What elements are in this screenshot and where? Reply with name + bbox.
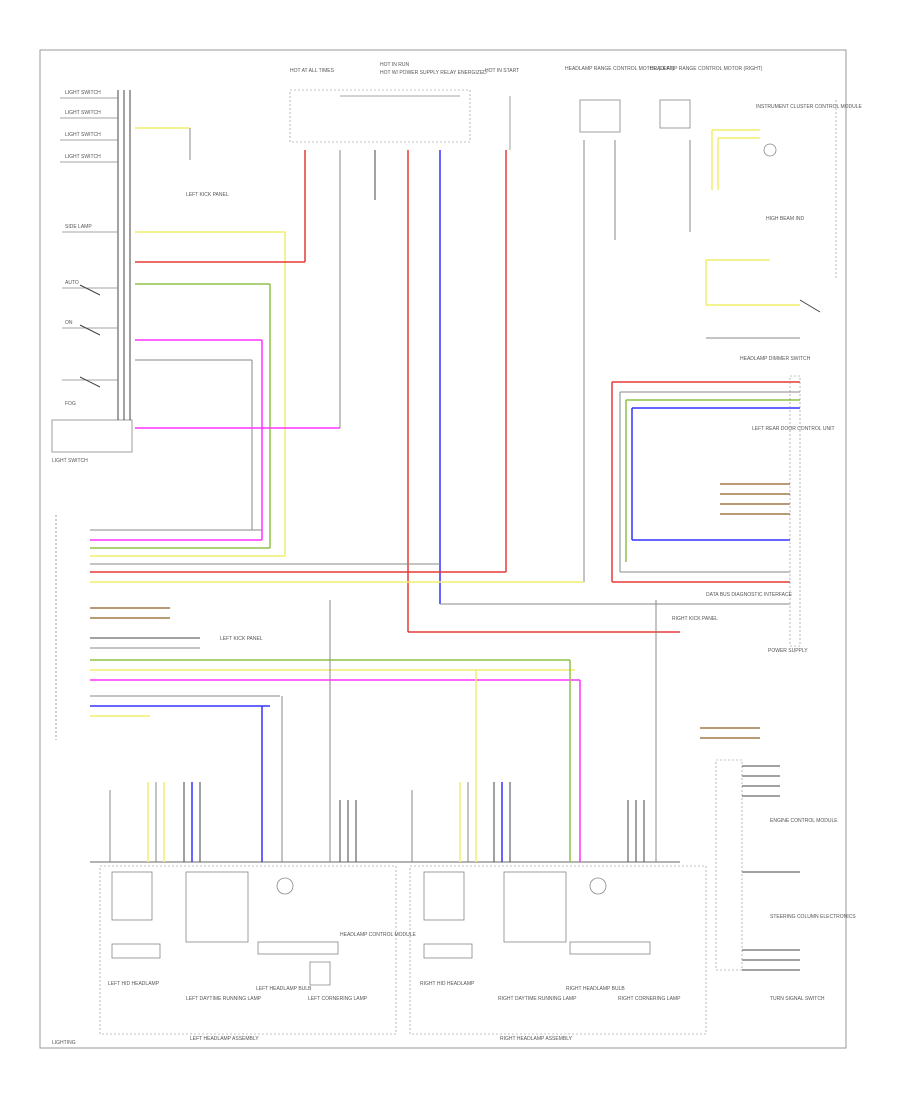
right-comp-top-1: HEADLAMP RANGE CONTROL MOTOR (LEFT)	[565, 66, 674, 72]
turn-signal-label: TURN SIGNAL SWITCH	[770, 996, 825, 1002]
left-group-label: LEFT HEADLAMP ASSEMBLY	[190, 1036, 259, 1042]
side-lamp-label: SIDE LAMP	[65, 224, 92, 230]
left-module-3: LEFT HEADLAMP BULB	[256, 986, 312, 992]
light-switch-label-3: LIGHT SWITCH	[65, 132, 101, 138]
left-module-4: LEFT CORNERING LAMP	[308, 996, 368, 1002]
data-bus-label: DATA BUS DIAGNOSTIC INTERFACE	[706, 592, 793, 598]
right-module-2: RIGHT DAYTIME RUNNING LAMP	[498, 996, 577, 1002]
fuse-label-b: HOT IN RUN	[380, 62, 409, 68]
left-module-2: LEFT DAYTIME RUNNING LAMP	[186, 996, 262, 1002]
bcm-wiring: LEFT REAR DOOR CONTROL UNIT DATA BUS DIA…	[408, 375, 835, 654]
right-headlamp-assembly: RIGHT HID HEADLAMP RIGHT DAYTIME RUNNING…	[409, 865, 707, 1042]
trunk-wires	[304, 140, 691, 632]
right-kick-panel-label: RIGHT KICK PANEL	[672, 616, 718, 622]
headlamp-control-connector: LEFT KICK PANEL	[55, 515, 584, 740]
right-module-3: RIGHT HEADLAMP BULB	[566, 986, 625, 992]
left-kick-panel-label: LEFT KICK PANEL	[186, 192, 229, 198]
light-switch-label-2: LIGHT SWITCH	[65, 110, 101, 116]
light-switch-bottom-label: LIGHT SWITCH	[52, 458, 88, 464]
instrument-cluster-block: INSTRUMENT CLUSTER CONTROL MODULE HIGH B…	[705, 100, 863, 362]
engine-ctrl-label: ENGINE CONTROL MODULE	[770, 818, 838, 824]
fuse-label-a: HOT AT ALL TIMES	[290, 68, 335, 74]
switch-wires	[135, 127, 340, 556]
right-comp-top-2: HEADLAMP RANGE CONTROL MOTOR (RIGHT)	[650, 66, 763, 72]
on-label: ON	[65, 320, 73, 326]
fog-label: FOG	[65, 401, 76, 407]
footnote: LIGHTING	[52, 1040, 76, 1046]
steering-col-label: STEERING COLUMN ELECTRONICS	[770, 914, 856, 920]
fuse-label-c: HOT W/ POWER SUPPLY RELAY ENERGIZED	[380, 70, 487, 76]
left-kick-ground-label: LEFT KICK PANEL	[220, 636, 263, 642]
bottom-drops	[109, 600, 657, 862]
diagram-border	[39, 49, 847, 1049]
auto-label: AUTO	[65, 280, 79, 286]
left-module-1: LEFT HID HEADLAMP	[108, 981, 160, 987]
mid-module-label: HEADLAMP CONTROL MODULE	[340, 932, 417, 938]
right-module-4: RIGHT CORNERING LAMP	[618, 996, 681, 1002]
high-beam-ind-label: HIGH BEAM IND	[766, 216, 804, 222]
fuse-label-d: HOT IN START	[485, 68, 519, 74]
instrument-panel-label: INSTRUMENT CLUSTER CONTROL MODULE	[756, 104, 863, 110]
right-group-label: RIGHT HEADLAMP ASSEMBLY	[500, 1036, 573, 1042]
light-switch-label-1: LIGHT SWITCH	[65, 90, 101, 96]
light-switch-label-4: LIGHT SWITCH	[65, 154, 101, 160]
headlamp-switch-label: HEADLAMP DIMMER SWITCH	[740, 356, 811, 362]
left-headlamp-assembly: LEFT HID HEADLAMP LEFT DAYTIME RUNNING L…	[99, 865, 417, 1042]
bcm-label: LEFT REAR DOOR CONTROL UNIT	[752, 426, 835, 432]
fuse-labels: HOT AT ALL TIMES HOT IN RUN HOT W/ POWER…	[289, 62, 763, 150]
power-supply-label: POWER SUPPLY	[768, 648, 808, 654]
right-module-1: RIGHT HID HEADLAMP	[420, 981, 475, 987]
steering-column-block: ENGINE CONTROL MODULE STEERING COLUMN EL…	[700, 727, 856, 1002]
light-switch-panel: LIGHT SWITCH LIGHT SWITCH LIGHT SWITCH L…	[51, 90, 229, 464]
